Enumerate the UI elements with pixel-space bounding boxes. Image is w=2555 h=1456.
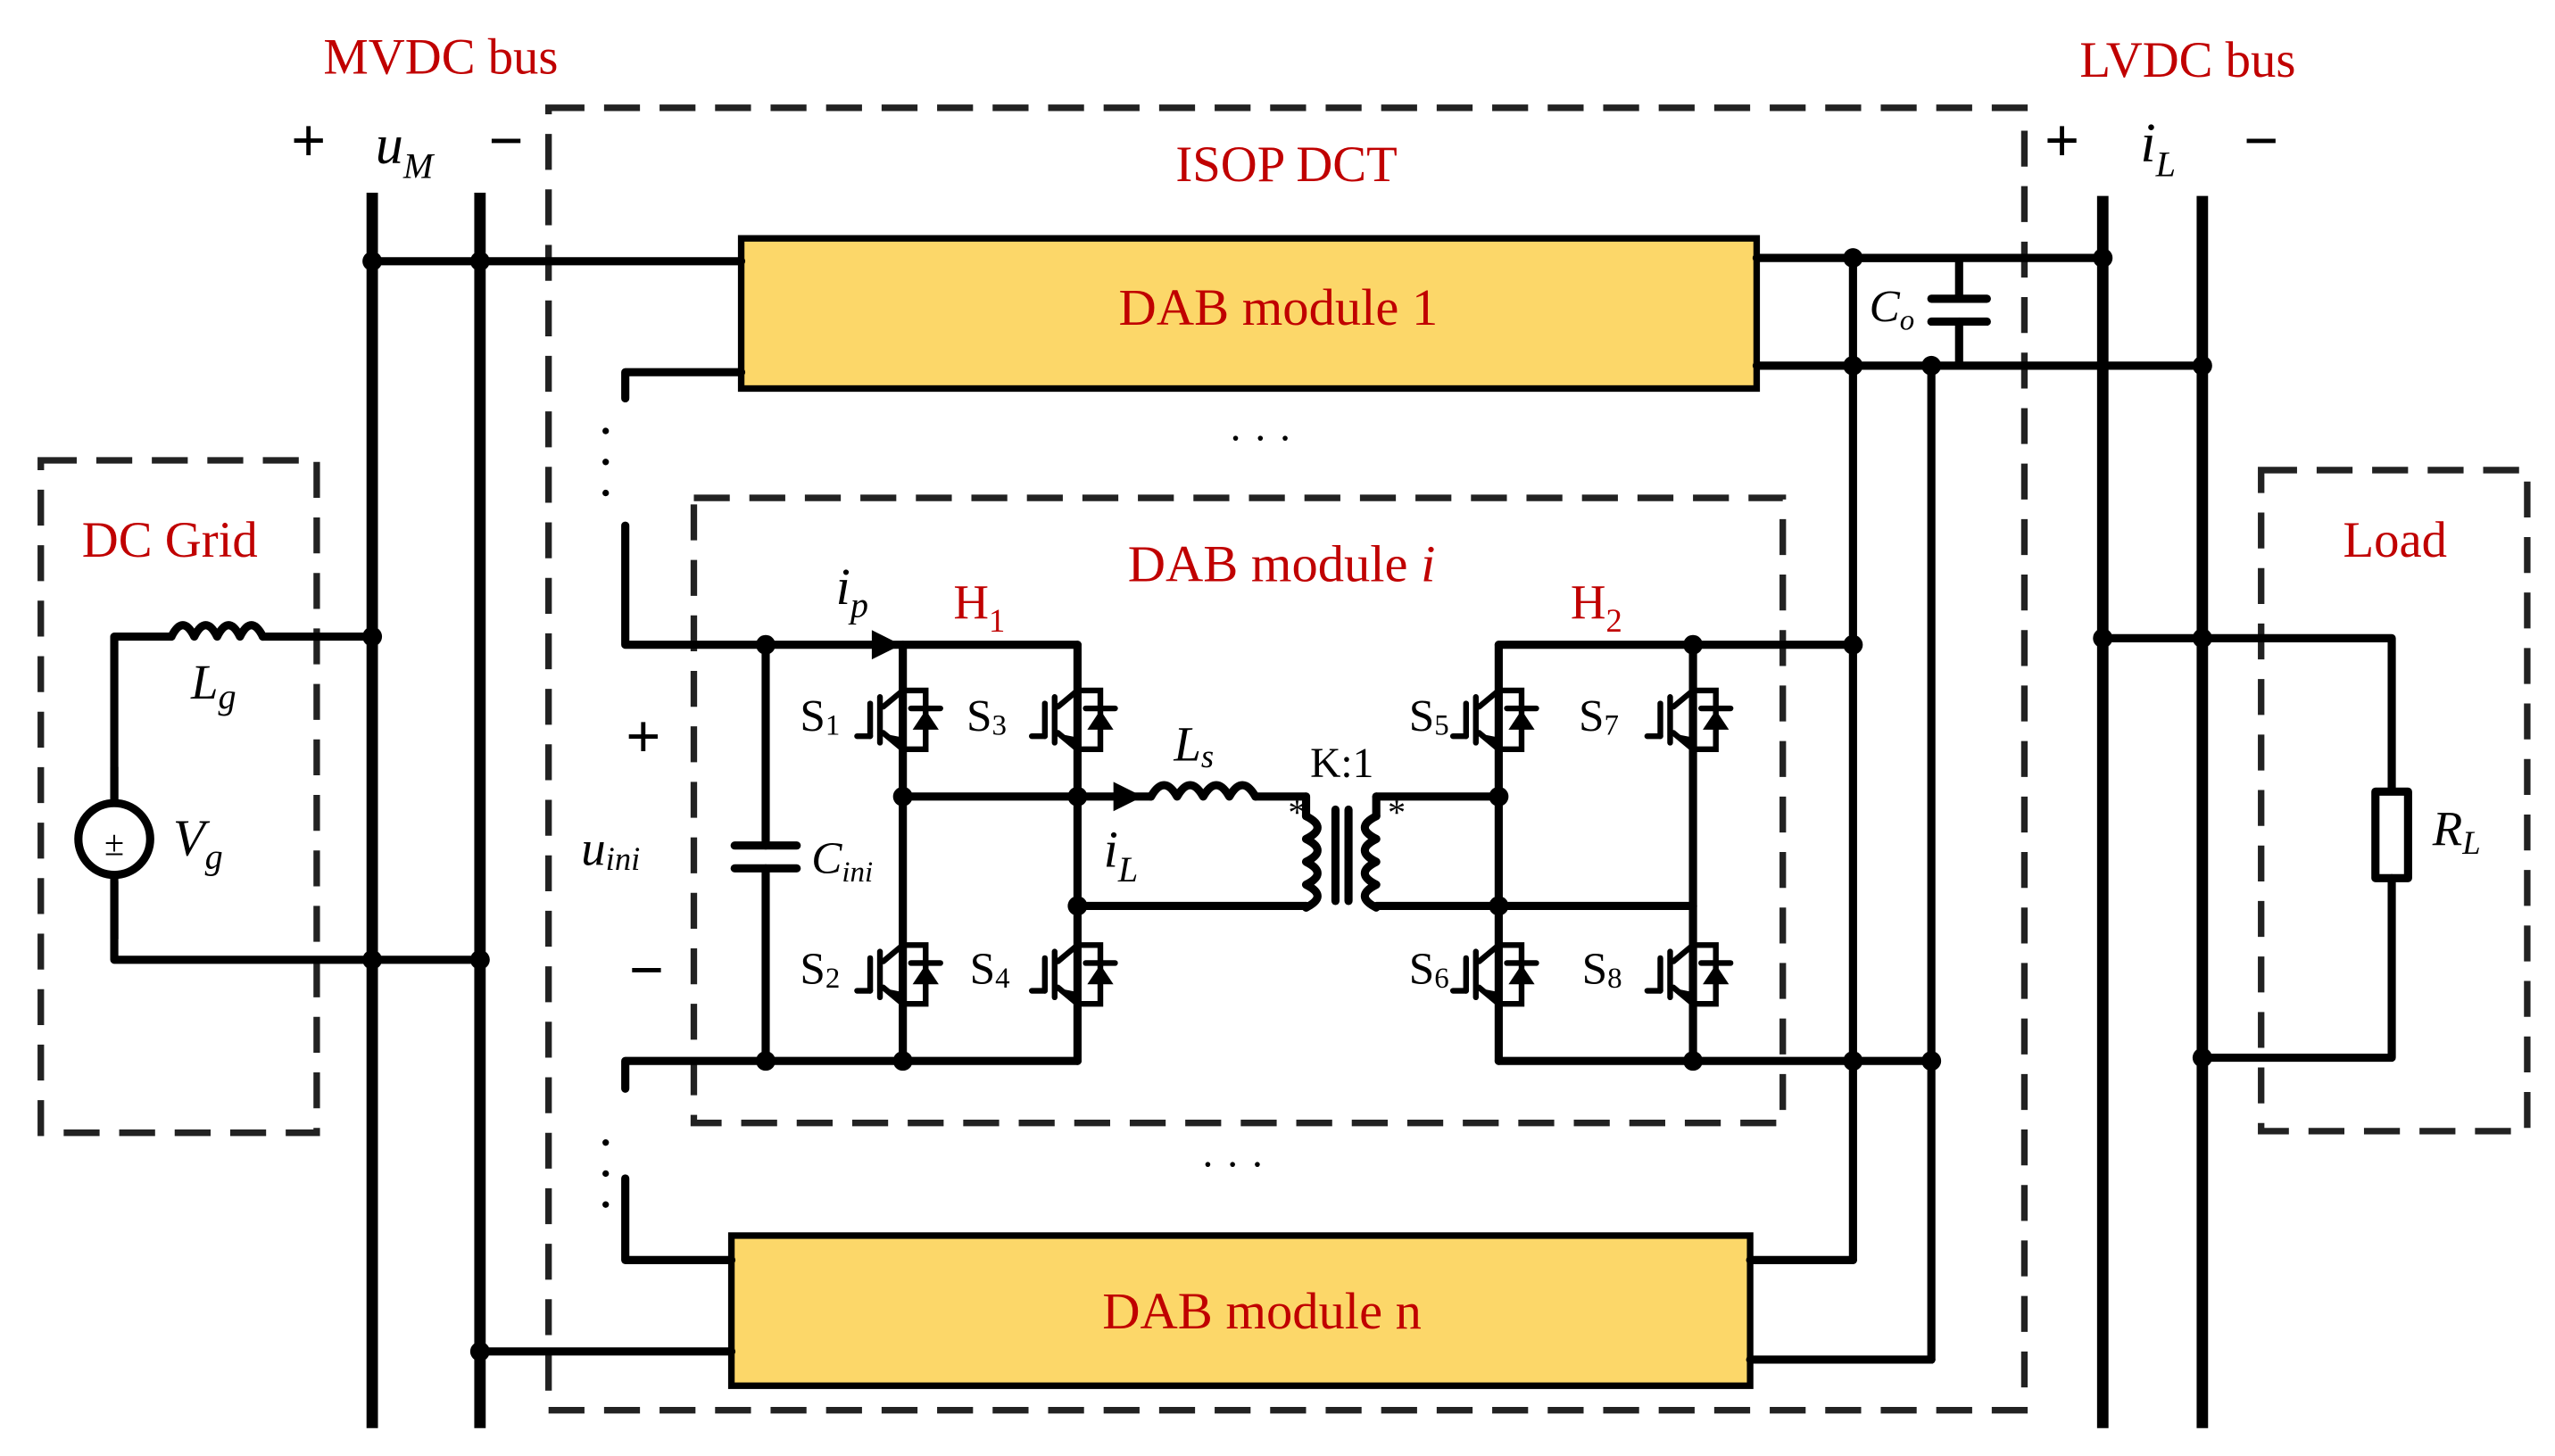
lvdc-bus-lines xyxy=(2096,195,2209,1428)
series-ellipsis-dots xyxy=(602,427,610,1208)
h2-label: H2 xyxy=(1571,575,1622,639)
vg-label: Vg xyxy=(173,809,223,877)
cin-label: Cini xyxy=(811,833,873,889)
uin-minus-label: − xyxy=(629,937,665,1005)
dab-module-n-box xyxy=(727,1232,1754,1389)
load-label: Load xyxy=(2343,512,2447,568)
secondary-dot-mark: * xyxy=(1388,792,1406,832)
dab-module-1-label: DAB module 1 xyxy=(1119,278,1439,336)
switch-label: S1 xyxy=(800,691,840,742)
switch-label: S6 xyxy=(1409,944,1449,995)
igbt-switch-icon xyxy=(854,677,943,762)
igbt-switch-icon xyxy=(1028,677,1118,762)
lvdc-current-label: iL xyxy=(2140,113,2176,184)
igbt-switch-icon xyxy=(1449,677,1539,762)
mvdc-voltage-label: uM xyxy=(376,115,436,186)
ellipsis-top: · · · xyxy=(1229,416,1292,462)
dab-module-1-box xyxy=(737,235,1761,393)
dc-source-icon xyxy=(74,798,154,880)
dab-module-i-label: DAB module i xyxy=(1128,534,1436,592)
uin-label: uini xyxy=(581,822,640,877)
switch-label: S5 xyxy=(1409,691,1449,742)
junction-dots xyxy=(362,248,2212,1361)
lg-label: Lg xyxy=(190,655,236,716)
igbt-switch-icon xyxy=(854,932,943,1017)
switch-label: S8 xyxy=(1582,944,1622,995)
switch-label: S3 xyxy=(966,691,1007,742)
lvdc-bus-label: LVDC bus xyxy=(2079,32,2295,88)
ip-label: ip xyxy=(836,558,868,625)
switch-label: S2 xyxy=(800,944,840,995)
lvdc-plus-label: + xyxy=(2045,107,2080,176)
mvdc-bus-label: MVDC bus xyxy=(323,29,558,85)
source-polarity-icon: ± xyxy=(104,823,124,864)
il-label: iL xyxy=(1104,820,1139,889)
dc-grid-region xyxy=(37,457,320,1137)
lvdc-minus-label: − xyxy=(2244,107,2279,176)
switch-label: S7 xyxy=(1579,691,1619,742)
ls-label: Ls xyxy=(1173,717,1214,774)
h1-label: H1 xyxy=(953,575,1005,639)
isop-dct-label: ISOP DCT xyxy=(1175,136,1397,193)
dc-grid-label: DC Grid xyxy=(82,512,258,568)
co-label: Co xyxy=(1870,281,1915,336)
ellipsis-bottom: · · · xyxy=(1201,1142,1265,1188)
ip-arrow-icon xyxy=(871,630,901,660)
igbt-switch-icon xyxy=(1449,932,1539,1017)
switch-label: S4 xyxy=(970,944,1010,995)
igbt-switch-icon xyxy=(1028,932,1118,1017)
igbt-switch-icon xyxy=(1644,932,1734,1017)
primary-dot-mark: * xyxy=(1288,792,1306,832)
mvdc-minus-label: − xyxy=(488,107,524,176)
uin-plus-label: + xyxy=(626,703,661,772)
il-arrow-icon xyxy=(1113,782,1143,812)
rl-label: RL xyxy=(2432,802,2481,861)
load-region xyxy=(2258,467,2531,1135)
igbt-switch-icon xyxy=(1644,677,1734,762)
turns-ratio-label: K:1 xyxy=(1310,740,1373,787)
isop-dct-region xyxy=(545,104,2028,1414)
mvdc-plus-label: + xyxy=(291,107,327,176)
mvdc-bus-lines xyxy=(366,192,486,1428)
dab-module-i-region xyxy=(690,494,1787,1127)
dab-module-n-label: DAB module n xyxy=(1102,1282,1422,1340)
